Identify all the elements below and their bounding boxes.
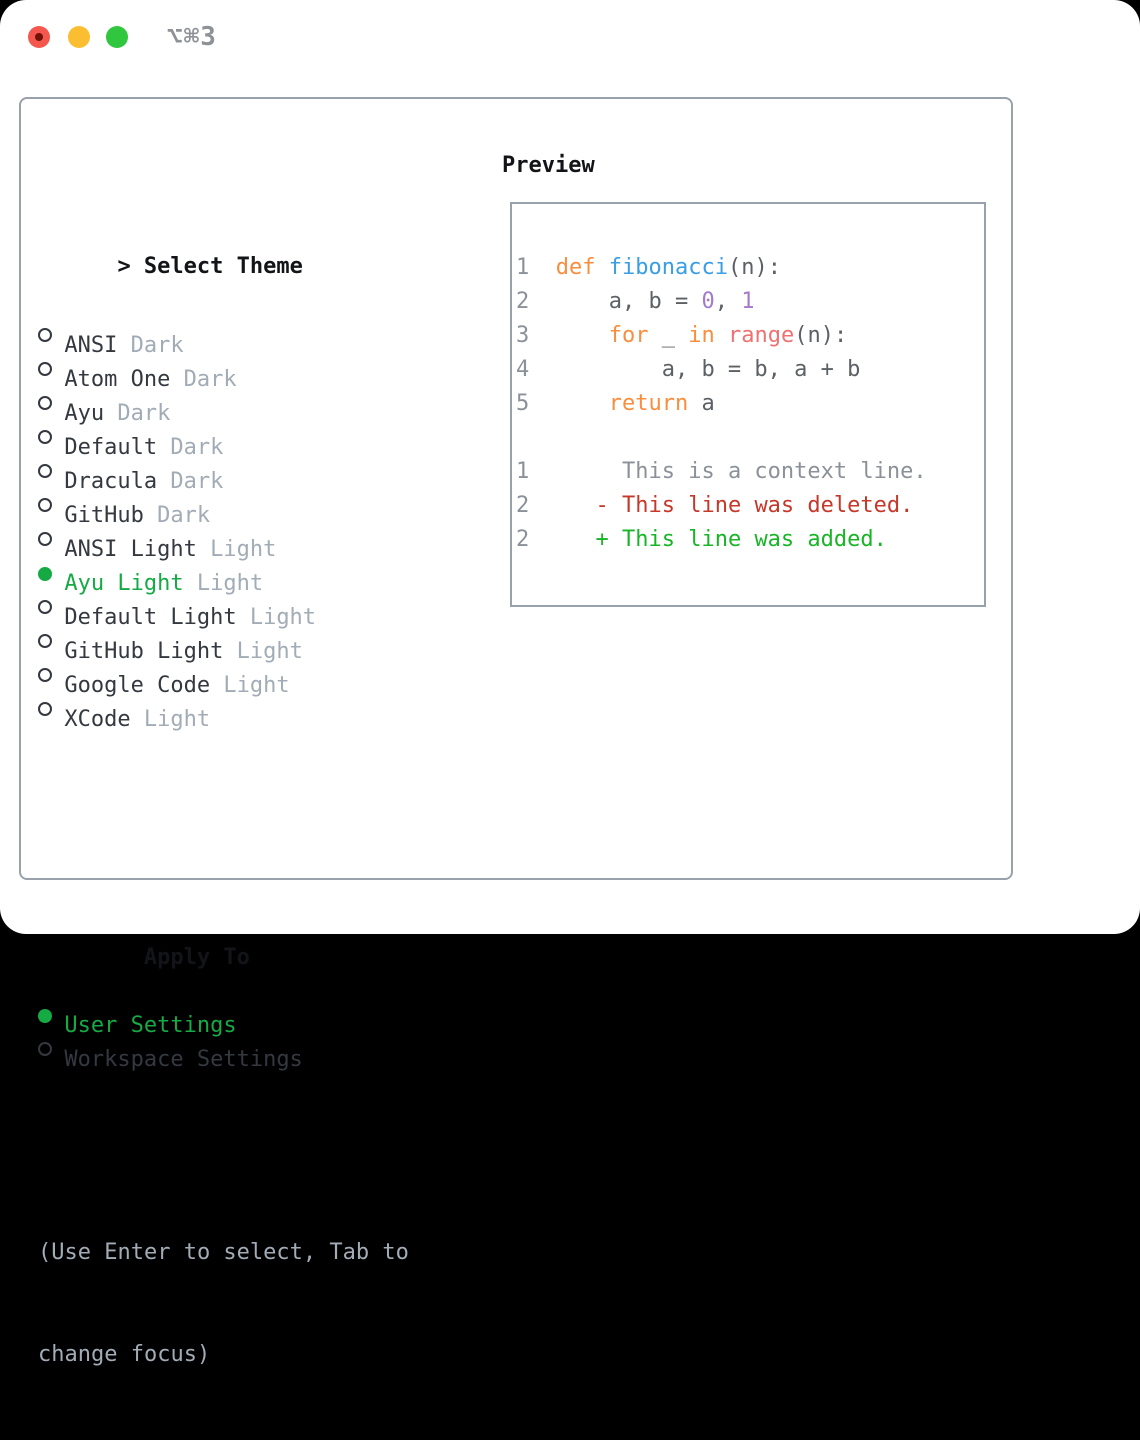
theme-option-ayu-light[interactable]: Ayu Light Light bbox=[38, 556, 409, 596]
theme-option-atom-one-variant: Dark bbox=[170, 367, 237, 392]
code-line: 5 return a bbox=[516, 391, 715, 416]
select-theme-title: Select Theme bbox=[143, 254, 303, 279]
window-title: ⌥⌘3 bbox=[167, 22, 217, 52]
spacer bbox=[38, 1134, 409, 1168]
theme-option-dracula-label: Dracula bbox=[64, 469, 158, 494]
theme-option-ansi[interactable]: ANSI Dark bbox=[38, 318, 409, 358]
help-text-line-1: (Use Enter to select, Tab to bbox=[38, 1240, 409, 1265]
radio-selected-icon bbox=[38, 556, 64, 590]
code-line: 3 for _ in range(n): bbox=[516, 323, 848, 348]
theme-option-default-variant: Dark bbox=[157, 435, 224, 460]
theme-option-ayu-variant: Dark bbox=[104, 401, 171, 426]
code-line: 4 a, b = b, a + b bbox=[516, 357, 861, 382]
theme-option-google-code-label: Google Code bbox=[64, 673, 211, 698]
theme-option-github-variant: Dark bbox=[143, 503, 211, 528]
radio-icon bbox=[38, 658, 64, 692]
titlebar: ⌥⌘3 bbox=[0, 0, 1140, 74]
theme-option-ansi-label: ANSI bbox=[64, 333, 118, 358]
theme-option-github-light-variant: Light bbox=[223, 639, 303, 664]
close-button-icon[interactable] bbox=[28, 26, 50, 48]
theme-option-dracula[interactable]: Dracula Dark bbox=[38, 454, 409, 494]
theme-option-github[interactable]: GitHub Dark bbox=[38, 488, 409, 528]
diff-line-deleted: 2 - This line was deleted. bbox=[516, 493, 914, 518]
theme-option-ayu-label: Ayu bbox=[64, 401, 105, 426]
preview-title: Preview bbox=[502, 153, 595, 178]
radio-icon bbox=[38, 318, 64, 352]
theme-option-ansi-light-label: ANSI Light bbox=[64, 537, 197, 562]
theme-option-xcode-variant: Light bbox=[130, 707, 211, 732]
theme-option-xcode[interactable]: XCode Light bbox=[38, 692, 409, 732]
theme-option-github-light[interactable]: GitHub Light Light bbox=[38, 624, 409, 664]
theme-option-default-light[interactable]: Default Light Light bbox=[38, 590, 409, 630]
help-text-line-2: change focus) bbox=[38, 1342, 211, 1367]
theme-option-dracula-variant: Dark bbox=[157, 469, 224, 494]
apply-to-header: Apply To bbox=[38, 896, 409, 970]
spacer bbox=[38, 794, 409, 828]
radio-selected-icon bbox=[38, 998, 64, 1032]
preview-code: 1 def fibonacci(n): 2 a, b = 0, 1 3 for _ … bbox=[516, 251, 927, 557]
radio-icon bbox=[38, 1032, 64, 1066]
theme-option-default[interactable]: Default Dark bbox=[38, 420, 409, 460]
apply-option-user-settings[interactable]: User Settings bbox=[38, 998, 409, 1038]
theme-option-xcode-label: XCode bbox=[64, 707, 131, 732]
minimize-button-icon[interactable] bbox=[68, 26, 90, 48]
apply-to-indent bbox=[117, 930, 143, 964]
theme-option-github-light-label: GitHub Light bbox=[64, 639, 224, 664]
theme-option-ayu-light-label: Ayu Light bbox=[64, 571, 184, 596]
zoom-button-icon[interactable] bbox=[106, 26, 128, 48]
apply-option-workspace-settings[interactable]: Workspace Settings bbox=[38, 1032, 409, 1072]
theme-option-default-light-label: Default Light bbox=[64, 605, 237, 630]
radio-icon bbox=[38, 624, 64, 658]
apply-to-title: Apply To bbox=[143, 945, 250, 970]
code-line: 2 a, b = 0, 1 bbox=[516, 289, 755, 314]
theme-option-google-code[interactable]: Google Code Light bbox=[38, 658, 409, 698]
theme-option-ansi-variant: Dark bbox=[117, 333, 184, 358]
blank-line bbox=[516, 421, 927, 455]
theme-option-ayu-light-variant: Light bbox=[183, 571, 264, 596]
radio-icon bbox=[38, 454, 64, 488]
diff-line-context: 1 This is a context line. bbox=[516, 459, 927, 484]
select-theme-header: > Select Theme bbox=[38, 216, 409, 279]
apply-option-workspace-settings-label: Workspace Settings bbox=[64, 1047, 303, 1072]
radio-icon bbox=[38, 692, 64, 726]
theme-option-ansi-light[interactable]: ANSI Light Light bbox=[38, 522, 409, 562]
theme-option-default-light-variant: Light bbox=[236, 605, 317, 630]
radio-icon bbox=[38, 488, 64, 522]
theme-option-ayu[interactable]: Ayu Dark bbox=[38, 386, 409, 426]
diff-line-added: 2 + This line was added. bbox=[516, 527, 887, 552]
radio-icon bbox=[38, 590, 64, 624]
cursor-prompt-icon: > bbox=[117, 254, 131, 279]
radio-icon bbox=[38, 352, 64, 386]
theme-option-atom-one[interactable]: Atom One Dark bbox=[38, 352, 409, 392]
theme-option-google-code-variant: Light bbox=[210, 673, 290, 698]
theme-option-ansi-light-variant: Light bbox=[196, 537, 277, 562]
radio-icon bbox=[38, 420, 64, 454]
radio-icon bbox=[38, 386, 64, 420]
preview-pane: 1 def fibonacci(n): 2 a, b = 0, 1 3 for _ … bbox=[510, 202, 986, 607]
code-line: 1 def fibonacci(n): bbox=[516, 255, 781, 280]
theme-option-github-label: GitHub bbox=[64, 503, 144, 528]
theme-option-atom-one-label: Atom One bbox=[64, 367, 171, 392]
theme-option-default-label: Default bbox=[64, 435, 158, 460]
radio-icon bbox=[38, 522, 64, 556]
